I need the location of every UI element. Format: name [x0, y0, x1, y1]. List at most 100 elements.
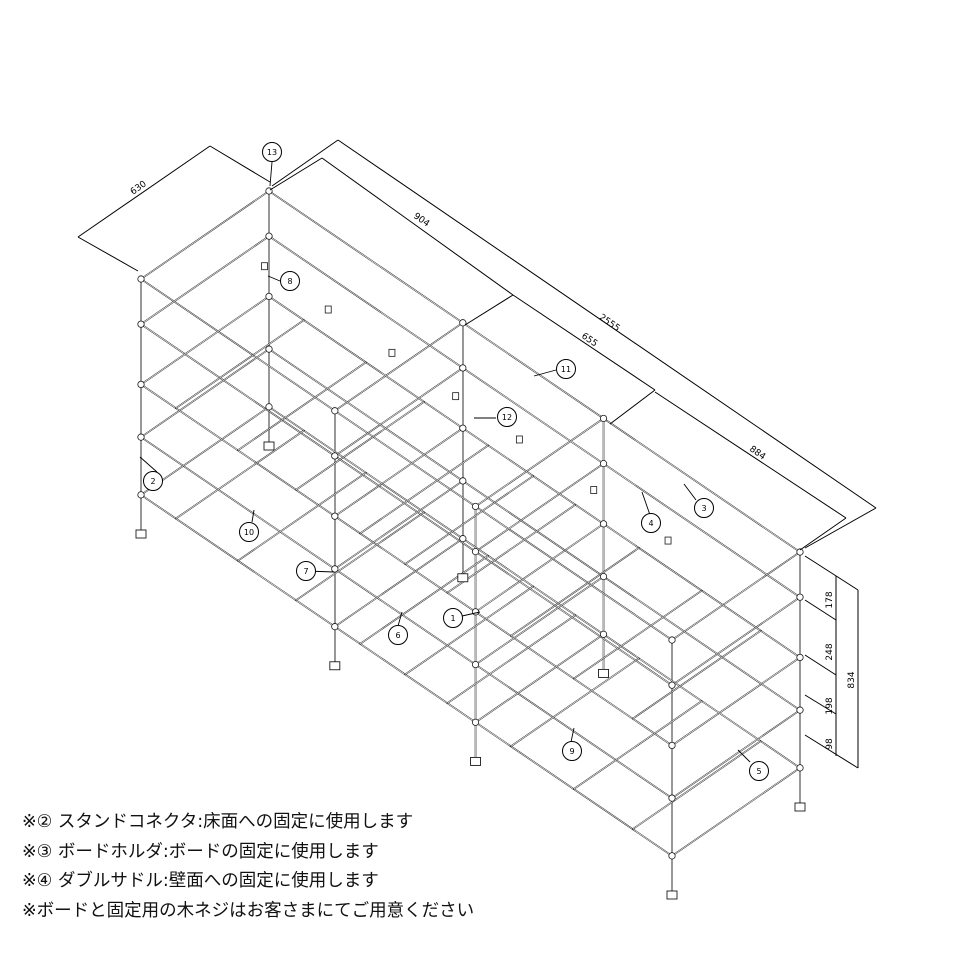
pipe-highlight	[140, 278, 673, 641]
note-double-saddle: ※④ ダブルサドル:壁面への固定に使用します	[22, 871, 379, 891]
part-callout-6: 6	[388, 625, 408, 645]
pipe-highlight	[671, 551, 801, 641]
dimension-labels: 630 904 2555 655 884 178 248 198 98 834	[129, 179, 857, 750]
pipe-highlight	[671, 709, 801, 799]
board-holder	[590, 486, 598, 494]
joint	[459, 535, 467, 543]
note-board-and-screws: ※ボードと固定用の木ネジはお客さまにてご用意ください	[22, 900, 475, 921]
callout-number: 7	[303, 567, 308, 576]
joint	[459, 319, 467, 327]
dim-section-1: 904	[411, 211, 431, 229]
dim-total-height: 834	[847, 671, 857, 688]
callout-circle	[443, 608, 463, 628]
callout-circle	[280, 271, 300, 291]
joint	[459, 424, 467, 432]
pipe-highlight	[237, 362, 367, 451]
board-holder	[261, 262, 268, 271]
pipe-highlight	[671, 657, 801, 746]
callout-number: 5	[756, 767, 761, 776]
callout-number: 13	[267, 148, 277, 157]
pipe-highlight	[175, 319, 305, 409]
stand-connector	[598, 668, 609, 678]
dim-tier-1: 178	[825, 591, 835, 608]
joint	[265, 403, 273, 411]
joint	[471, 548, 480, 556]
joint	[599, 572, 608, 581]
callout-number: 6	[395, 631, 400, 640]
pipe-highlight	[447, 614, 576, 704]
notes: ※② スタンドコネクタ:床面への固定に使用します ※③ ボードホルダ:ボードの固…	[22, 808, 722, 926]
pipe-highlight	[140, 296, 270, 385]
part-callout-12: 12	[497, 407, 517, 427]
dim-tier-4: 98	[825, 738, 835, 750]
pipe-highlight	[475, 634, 604, 723]
pipe-highlight	[295, 511, 425, 601]
callout-number: 9	[569, 747, 574, 756]
joint	[137, 320, 145, 328]
pipe-highlight	[510, 658, 640, 747]
callout-number: 2	[150, 477, 155, 486]
callout-number: 3	[701, 504, 706, 513]
part-callout-5: 5	[749, 761, 769, 781]
callout-circle	[556, 359, 576, 379]
callout-circle	[694, 498, 714, 518]
joint	[137, 433, 145, 441]
joint	[796, 593, 804, 601]
part-callout-7: 7	[296, 561, 316, 581]
pipe-highlight	[268, 296, 801, 658]
part-callout-9: 9	[562, 741, 582, 761]
pipe-highlight	[510, 547, 640, 637]
board-holder	[515, 435, 523, 444]
pipe-highlight	[404, 586, 534, 675]
joint	[471, 502, 480, 511]
joint	[331, 565, 339, 573]
pipe-highlight	[237, 472, 367, 562]
joint	[668, 681, 676, 689]
joint	[137, 275, 145, 283]
board-holder	[324, 305, 332, 314]
part-callout-1: 1	[443, 608, 463, 628]
pipe-highlight	[671, 767, 801, 857]
stand-connector	[135, 529, 147, 539]
dim-section-2: 655	[579, 331, 599, 349]
pipe-highlight	[140, 323, 673, 686]
part-callout-3: 3	[694, 498, 714, 518]
callout-circle	[262, 142, 282, 162]
joints	[135, 187, 806, 900]
pipe-highlight	[334, 427, 464, 517]
pipe-highlight	[359, 555, 489, 645]
pipe-highlight	[334, 322, 464, 412]
joint	[471, 718, 480, 726]
pipe-highlight	[268, 235, 801, 598]
stand-connector	[457, 573, 469, 583]
pipe-highlight	[295, 401, 425, 491]
pipe-highlight	[359, 445, 489, 534]
pipe-highlight	[140, 384, 673, 746]
pipe-highlight	[475, 523, 604, 613]
joint	[471, 660, 480, 669]
pipe-highlight	[475, 418, 604, 507]
joint	[668, 741, 676, 750]
dim-tier-3: 198	[825, 697, 835, 714]
part-callout-2: 2	[143, 471, 163, 491]
part-callout-10: 10	[239, 522, 259, 542]
callout-number: 11	[561, 365, 571, 374]
stand-connector	[329, 661, 341, 671]
stand-connector	[263, 441, 275, 451]
note-stand-connector: ※② スタンドコネクタ:床面への固定に使用します	[22, 812, 414, 832]
joint	[796, 548, 804, 556]
joint	[796, 653, 804, 662]
pipe-frame	[140, 190, 801, 892]
pipe-highlight	[268, 406, 801, 769]
board-holder	[452, 392, 460, 401]
joint	[265, 345, 273, 353]
joint	[471, 608, 480, 616]
pipe-highlight	[632, 740, 761, 830]
callout-circle	[497, 407, 517, 427]
callout-number: 1	[450, 614, 455, 623]
callout-circle	[562, 741, 582, 761]
pipe-highlight	[140, 348, 270, 438]
callout-circle	[641, 513, 661, 533]
